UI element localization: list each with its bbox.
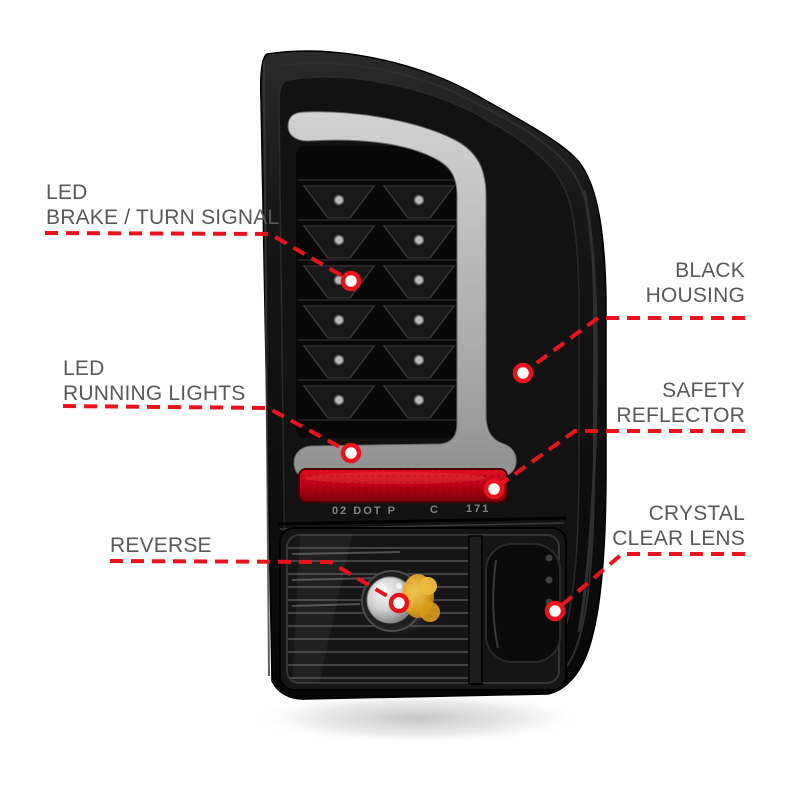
callout-label-brake-turn-signal: LED BRAKE / TURN SIGNAL (46, 180, 279, 230)
clear-lens-section (279, 527, 567, 691)
right-band-sheen (577, 189, 598, 633)
safety-reflector-strip (298, 468, 508, 503)
callout-label-running-lights: LED RUNNING LIGHTS (63, 356, 245, 406)
dot-stamp-text: 02 DOT P C 171 (332, 503, 490, 517)
callout-line: SAFETY (662, 379, 745, 402)
callout-label-black-housing: BLACK HOUSING (646, 258, 745, 308)
leader-line-running (62, 404, 352, 455)
callout-dot-lens (544, 600, 566, 622)
callout-line: HOUSING (645, 284, 745, 307)
stamp-right-text: 171 (466, 503, 490, 515)
leader-line-reverse (109, 559, 401, 605)
callout-line: BRAKE / TURN SIGNAL (46, 206, 280, 229)
callout-dot-brake (340, 270, 362, 292)
callout-leaders (44, 231, 745, 613)
mid-seam-line (277, 516, 567, 526)
led-light-bar (287, 111, 517, 480)
callout-line: REVERSE (110, 534, 212, 557)
leader-line-housing (521, 316, 745, 375)
callout-dot-running (340, 442, 362, 464)
led-array (296, 146, 461, 438)
leader-line-brake (44, 231, 353, 283)
left-edge-highlight (263, 61, 270, 677)
callout-label-safety-reflector: SAFETY REFLECTOR (616, 378, 745, 428)
callout-dot-reverse (388, 592, 410, 614)
callout-dot-housing (512, 362, 534, 384)
callout-line: CRYSTAL (648, 502, 745, 525)
callout-line: CLEAR LENS (612, 527, 745, 550)
callout-line: REFLECTOR (616, 404, 745, 427)
stamp-left-text: 02 DOT P (332, 505, 397, 517)
clear-lens-ribs (288, 535, 475, 683)
callout-dots (340, 270, 566, 622)
callout-line: LED (46, 181, 88, 204)
callout-line: RUNNING LIGHTS (63, 382, 246, 405)
callout-line: LED (63, 357, 105, 380)
callout-label-reverse: REVERSE (110, 533, 212, 558)
ground-shadow (250, 691, 586, 745)
callout-dot-reflector (483, 478, 505, 500)
callout-label-crystal-clear-lens: CRYSTAL CLEAR LENS (612, 501, 745, 551)
callout-line: BLACK (675, 259, 745, 282)
lens-divider-ridge (468, 535, 483, 685)
stamp-mid-text: C (430, 504, 440, 516)
leader-line-reflector (492, 429, 745, 491)
